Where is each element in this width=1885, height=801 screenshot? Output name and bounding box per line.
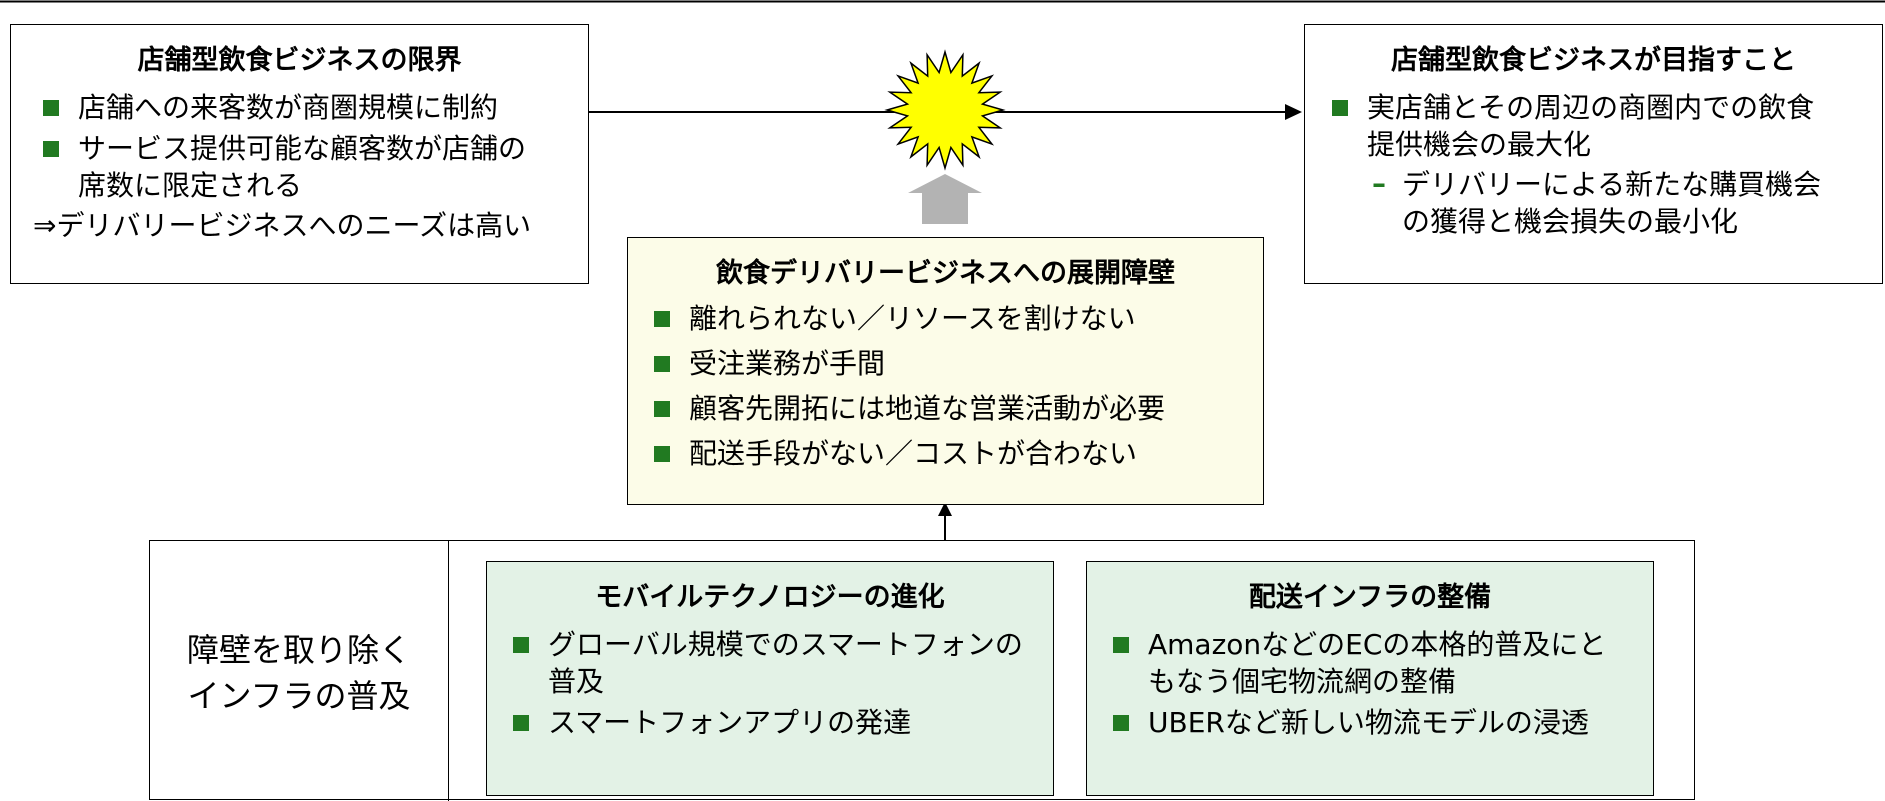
right-box-sublist: デリバリーによる新たな購買機会の獲得と機会損失の最小化	[1367, 166, 1832, 241]
right-box: 店舗型飲食ビジネスが目指すこと 実店舗とその周辺の商圏内での飲食提供機会の最大化…	[1304, 24, 1883, 284]
list-item: 受注業務が手間	[644, 346, 1263, 383]
starburst-icon	[884, 49, 1006, 171]
list-item: 顧客先開拓には地道な営業活動が必要	[644, 391, 1263, 428]
left-box: 店舗型飲食ビジネスの限界 店舗への来客数が商圏規模に制約 サービス提供可能な顧客…	[10, 24, 589, 284]
bottom-label-line2: インフラの普及	[187, 677, 411, 716]
right-box-bullet-text: 実店舗とその周辺の商圏内での飲食提供機会の最大化	[1367, 91, 1815, 162]
list-item: グローバル規模でのスマートフォンの普及	[503, 627, 1023, 701]
sub-list-item: デリバリーによる新たな購買機会の獲得と機会損失の最小化	[1367, 166, 1832, 241]
list-item: スマートフォンアプリの発達	[503, 705, 1023, 742]
list-item: 店舗への来客数が商圏規模に制約	[33, 90, 533, 127]
list-item: AmazonなどのECの本格的普及にともなう個宅物流網の整備	[1103, 627, 1633, 701]
bottom-label: 障壁を取り除く インフラの普及	[150, 627, 448, 720]
delivery-infra-list: AmazonなどのECの本格的普及にともなう個宅物流網の整備 UBERなど新しい…	[1103, 627, 1633, 742]
center-box: 飲食デリバリービジネスへの展開障壁 離れられない／リソースを割けない 受注業務が…	[627, 237, 1264, 505]
main-arrowhead	[1285, 104, 1302, 120]
bottom-label-line1: 障壁を取り除く	[186, 631, 411, 669]
bottom-section: 障壁を取り除く インフラの普及 モバイルテクノロジーの進化 グローバル規模でのス…	[149, 540, 1695, 801]
list-item: サービス提供可能な顧客数が店舗の席数に限定される	[33, 131, 533, 205]
up-arrow-icon	[908, 174, 982, 224]
right-box-list: 実店舗とその周辺の商圏内での飲食提供機会の最大化 デリバリーによる新たな購買機会…	[1322, 90, 1832, 241]
list-item: 配送手段がない／コストが合わない	[644, 436, 1263, 473]
mobile-tech-box: モバイルテクノロジーの進化 グローバル規模でのスマートフォンの普及 スマートフォ…	[486, 561, 1054, 796]
center-box-list: 離れられない／リソースを割けない 受注業務が手間 顧客先開拓には地道な営業活動が…	[644, 301, 1263, 473]
delivery-infra-title: 配送インフラの整備	[1248, 582, 1492, 613]
list-item: 離れられない／リソースを割けない	[644, 301, 1263, 338]
bottom-divider	[448, 541, 449, 801]
list-item: 実店舗とその周辺の商圏内での飲食提供機会の最大化 デリバリーによる新たな購買機会…	[1322, 90, 1832, 241]
mobile-tech-list: グローバル規模でのスマートフォンの普及 スマートフォンアプリの発達	[503, 627, 1023, 742]
center-box-title: 飲食デリバリービジネスへの展開障壁	[716, 258, 1175, 289]
delivery-infra-box: 配送インフラの整備 AmazonなどのECの本格的普及にともなう個宅物流網の整備…	[1086, 561, 1654, 796]
right-box-title: 店舗型飲食ビジネスが目指すこと	[1391, 45, 1796, 76]
left-box-title: 店舗型飲食ビジネスの限界	[137, 45, 462, 76]
left-box-conclusion: ⇒デリバリービジネスへのニーズは高い	[33, 208, 532, 242]
left-box-list: 店舗への来客数が商圏規模に制約 サービス提供可能な顧客数が店舗の席数に限定される	[33, 90, 533, 205]
up-connector-arrowhead	[938, 502, 952, 516]
mobile-tech-title: モバイルテクノロジーの進化	[595, 582, 945, 613]
list-item: UBERなど新しい物流モデルの浸透	[1103, 705, 1633, 742]
